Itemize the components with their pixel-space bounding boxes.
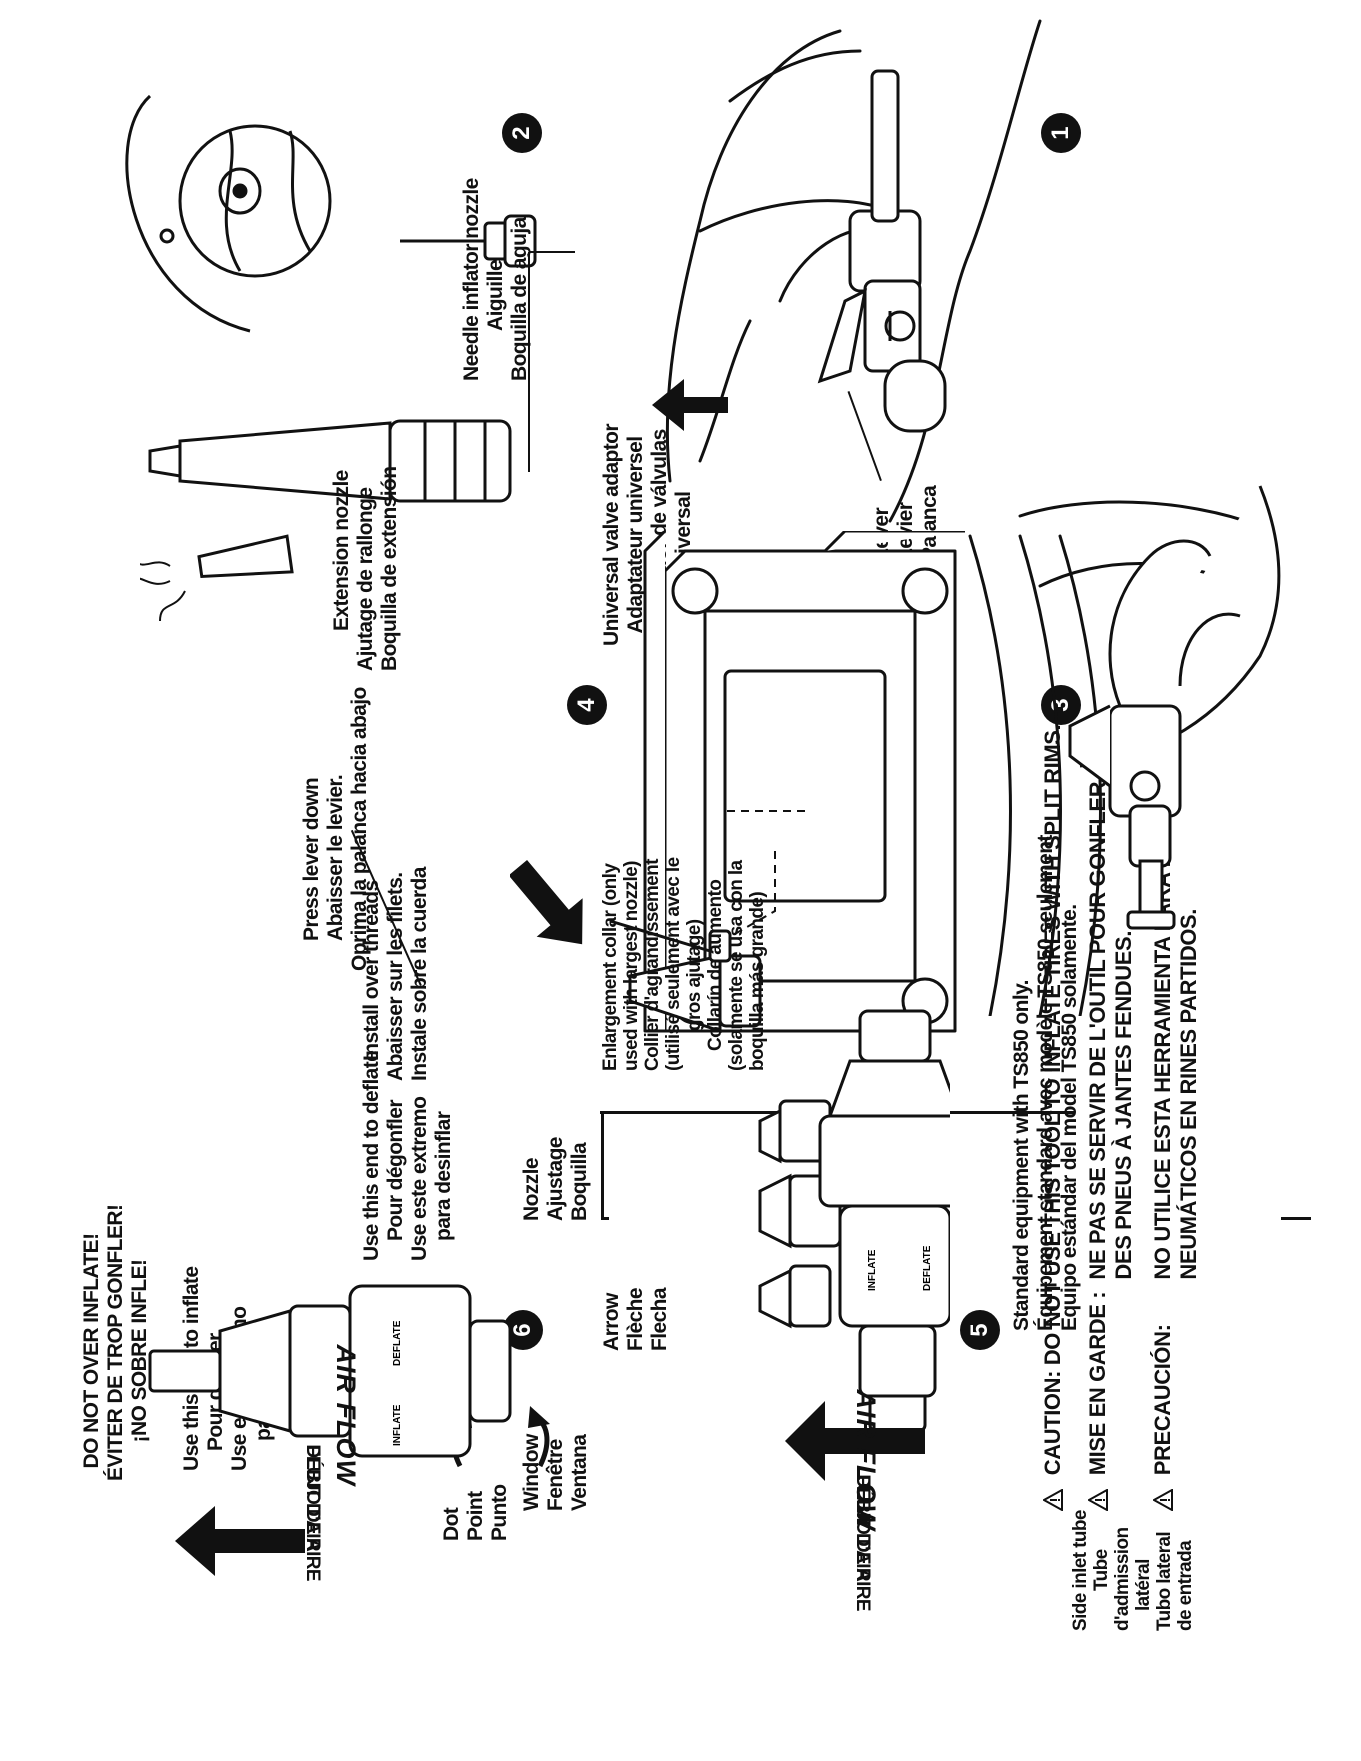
warning-triangle-icon [1043,1489,1063,1511]
caution-label-es: PRECAUCIÓN: [1150,1324,1175,1476]
warning-triangle-icon [1088,1489,1108,1511]
step-number-2: 2 [502,113,542,153]
ball-inflation-illustration [125,94,332,333]
caution-label-fr: MISE EN GARDE : [1085,1291,1110,1476]
gauge-close-up-illustration: INFLATE DEFLATE [148,1284,512,1458]
step-number-4: 4 [567,685,607,725]
warning-triangle-icon [1153,1489,1173,1511]
gauge-inflate-text: INFLATE [867,1249,878,1291]
install-threads-label: Install over threads Abaisser sur les fi… [360,867,431,1081]
press-arrow-icon [510,859,583,945]
gauge-close-inflate-text: INFLATE [392,1404,403,1446]
needle-nozzle-label: Needle inflator nozzle Aiguille Boquilla… [460,178,531,381]
caution-line-es: PRECAUCIÓN: NO UTILICE ESTA HERRAMIENTA … [1150,789,1202,1511]
caution-line-en: CAUTION: DO NOT USE THIS TOOL TO INFLATE… [1040,725,1066,1511]
extension-nozzle-illustration [140,419,512,622]
flujo-aire-label-5: FLUJO DE AIRE [852,1474,873,1611]
needle-leader-line [530,251,575,253]
divider-horizontal [601,1112,604,1220]
side-inlet-label: Side inlet tube Tube d'admission latéral… [1070,1510,1196,1631]
flujo-aire-label-6: FLUJO DE AIRE [302,1444,323,1581]
divider-vertical-lower [601,1217,609,1220]
hand-pressing-lever-illustration [665,19,1042,523]
extension-nozzle-label: Extension nozzle Ajutage de rallonge Boq… [330,466,401,671]
gauge-close-deflate-text: DEFLATE [392,1320,403,1366]
air-flow-label-6: AIR FLOW [331,1344,361,1486]
caution-line-fr: MISE EN GARDE : NE PAS SE SERVIR DE L'OU… [1085,782,1137,1511]
caution-label-en: CAUTION: [1040,1370,1065,1476]
air-flow-arrow-icon [175,1506,305,1576]
divider-bottom [1281,1217,1311,1220]
needle-nozzle-illustration [400,214,537,268]
direction-arrow-icon [652,379,728,431]
hand-installing-adaptor-illustration [968,485,1281,1016]
step-number-5: 5 [960,1310,1000,1350]
air-flow-arrow-icon [785,1401,925,1481]
storage-case-illustration [643,531,965,1033]
nozzles-loose-illustration [609,919,762,1034]
standard-equipment-label: Standard equipment with TS850 only. Équi… [1010,829,1081,1331]
overinflate-warning-label: DO NOT OVER INFLATE!ÉVITER DE TROP GONFL… [80,1204,151,1481]
gauge-deflate-text: DEFLATE [922,1245,933,1291]
